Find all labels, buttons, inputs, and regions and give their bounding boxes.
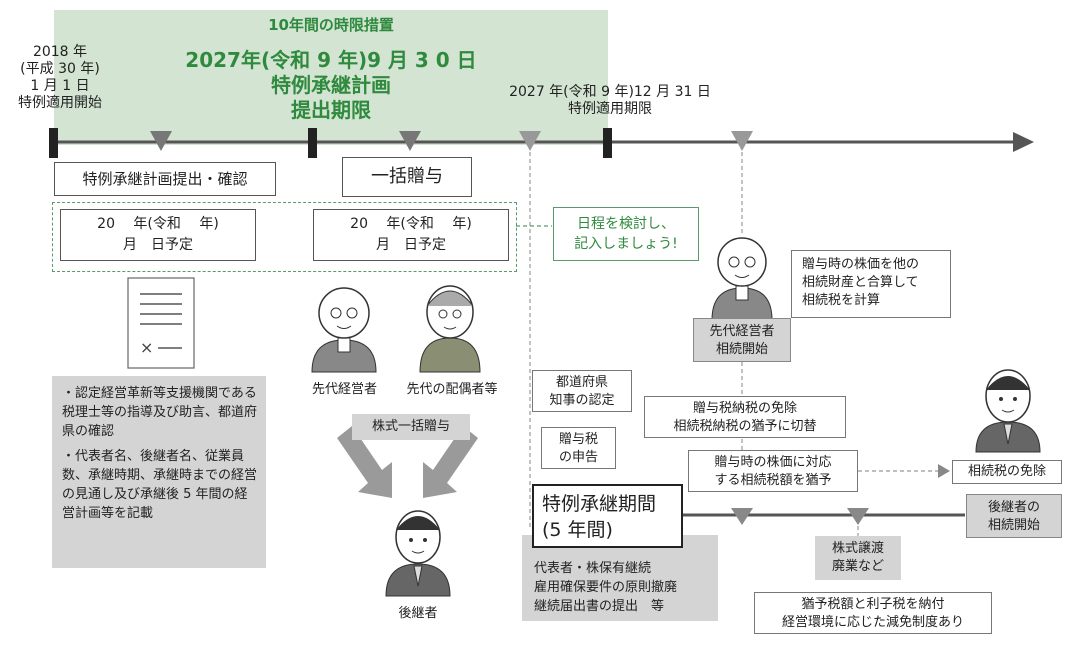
gift-tax-filing-box: 贈与税 の申告 — [541, 427, 616, 469]
reduction-system-box: 猶予税額と利子税を納付 経営環境に応じた減免制度あり — [754, 592, 992, 634]
spouse-caption: 先代の配偶者等 — [406, 382, 498, 397]
timeline-marker — [150, 131, 172, 151]
start-date-label: 2018 年 (平成 30 年) 1 月 1 日 特例適用開始 — [18, 44, 102, 111]
gift-arrow-right — [423, 426, 478, 498]
inheritance-calc-box: 贈与時の株価を他の 相続財産と合算して 相続税を計算 — [791, 250, 951, 318]
date-entry-region — [52, 202, 517, 272]
predecessor-caption: 先代経営者 — [311, 382, 377, 397]
special-succession-period-title: 特例承継期間 (5 年間) — [532, 484, 683, 548]
schedule-note: 日程を検討し、 記入しましょう! — [553, 207, 699, 261]
svg-text:×: × — [140, 338, 153, 357]
timeline-marker — [731, 131, 753, 151]
arrowhead — [938, 464, 950, 478]
timeline-arrowhead — [1013, 132, 1034, 152]
successor-illustration — [385, 510, 451, 597]
start-tick — [49, 128, 58, 158]
spouse-illustration — [419, 285, 481, 373]
end-tick — [603, 128, 612, 158]
lump-gift-box: 一括贈与 — [342, 157, 472, 197]
plan-submit-box: 特例承継計画提出・確認 — [54, 162, 276, 196]
end-date-label: 2027 年(令和 9 年)12 月 31 日 特例適用期限 — [509, 84, 711, 117]
successor-caption: 後継者 — [398, 606, 438, 621]
predecessor-illustration — [711, 237, 773, 321]
inheritance-tax-exemption-box: 相続税の免除 — [952, 460, 1062, 484]
band-title: 10年間の時限措置 — [268, 16, 394, 34]
timeline-marker — [519, 131, 541, 151]
date-entry-a[interactable]: 20 年(令和 年) 月 日予定 — [60, 209, 256, 261]
tax-deferral-box: 贈与時の株価に対応 する相続税額を猶予 — [688, 450, 858, 492]
period-marker — [731, 508, 753, 525]
period-requirements-box: 代表者・株保有継続 雇用確保要件の原則撤廃 継続届出書の提出 等 — [522, 535, 718, 621]
exemption-switch-box: 贈与税納税の免除 相続税納税の猶予に切替 — [644, 396, 846, 438]
submission-deadline: 2027年(令和 9 年)9 月 3 0 日 特例承継計画 提出期限 — [185, 48, 477, 122]
time-limited-band — [54, 10, 608, 145]
date-entry-b[interactable]: 20 年(令和 年) 月 日予定 — [313, 209, 509, 261]
successor-inheritance-start: 後継者の 相続開始 — [966, 494, 1062, 538]
stock-gift-label: 株式一括贈与 — [352, 414, 470, 440]
predecessor-inheritance-start: 先代経営者 相続開始 — [693, 318, 791, 362]
timeline-marker — [399, 131, 421, 151]
successor-illustration — [975, 369, 1041, 453]
share-transfer-box: 株式譲渡 廃業など — [815, 536, 901, 580]
prefecture-approval-box: 都道府県 知事の認定 — [532, 370, 632, 412]
gift-arrow-left — [337, 426, 392, 498]
period-marker — [847, 508, 869, 525]
requirements-box: ・認定経営革新等支援機関である税理士等の指導及び助言、都道府県の確認 ・代表者名… — [52, 376, 266, 568]
document-icon — [127, 277, 195, 369]
deadline-tick — [308, 128, 317, 158]
predecessor-illustration — [311, 287, 377, 373]
